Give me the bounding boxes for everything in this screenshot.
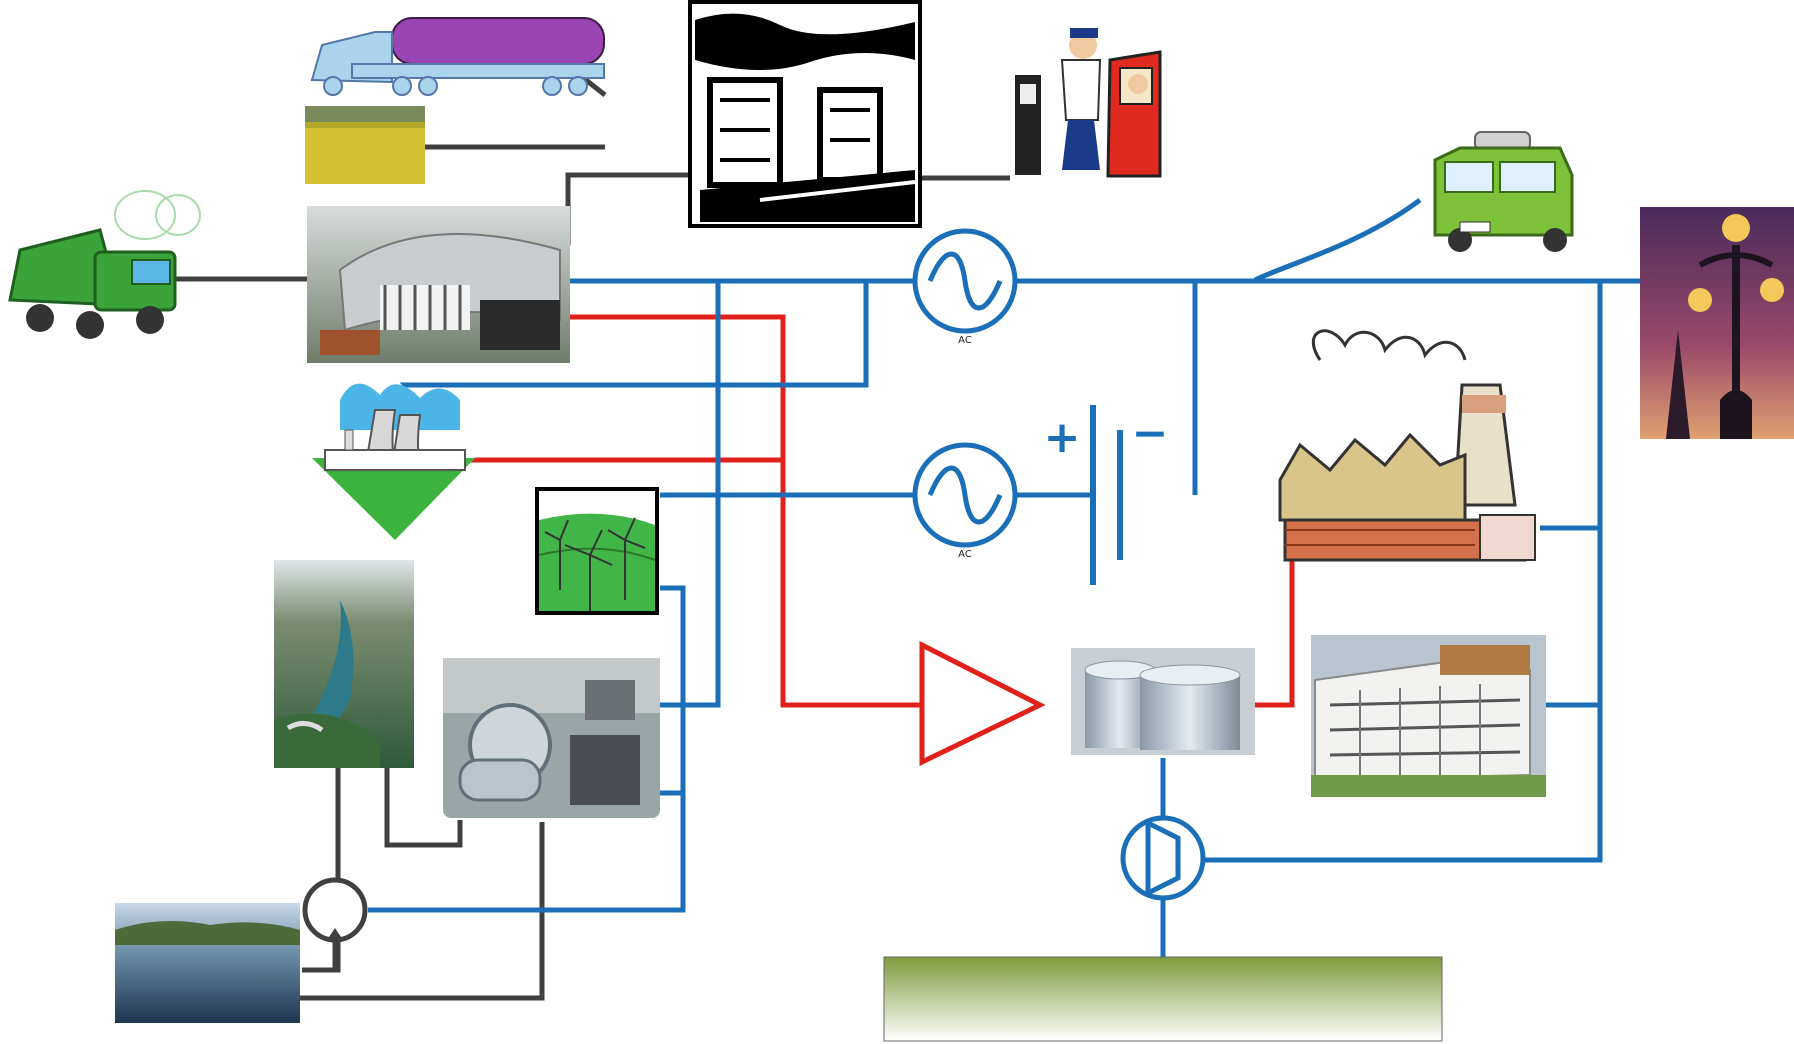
ac-generator-top-icon bbox=[912, 228, 1018, 334]
fuel-station-icon bbox=[1015, 28, 1162, 178]
factory-icon bbox=[1278, 329, 1536, 562]
ac-generator-top-label: AC bbox=[958, 335, 972, 346]
battery-icon bbox=[1090, 405, 1123, 585]
compressor-icon bbox=[1120, 815, 1206, 901]
ground-source-block bbox=[883, 956, 1443, 1042]
storage-tanks-icon bbox=[1071, 648, 1255, 755]
ac-generator-middle-icon bbox=[912, 442, 1018, 548]
rapeseed-field-icon bbox=[305, 106, 425, 184]
pump-icon bbox=[302, 877, 368, 943]
tanker-truck-icon bbox=[310, 17, 605, 96]
battery-plus-sign: + bbox=[1044, 412, 1081, 463]
refinery-icon bbox=[688, 0, 922, 228]
battery-minus-sign: − bbox=[1132, 408, 1169, 459]
wind-farm-icon bbox=[535, 487, 659, 615]
nuclear-plant-icon bbox=[312, 378, 475, 540]
garbage-truck-icon bbox=[8, 190, 201, 339]
hydro-dam-icon bbox=[274, 560, 414, 768]
reservoir-lake-icon bbox=[115, 903, 300, 1023]
ac-generator-middle-label: AC bbox=[958, 549, 972, 560]
heat-flow-lines bbox=[455, 314, 1295, 708]
turbine-hall-icon bbox=[443, 658, 660, 818]
electric-flow-lines bbox=[368, 197, 1640, 1000]
apartment-building-icon bbox=[1311, 635, 1546, 797]
heat-exchanger-icon bbox=[919, 640, 1046, 766]
electric-car-icon bbox=[1433, 131, 1574, 252]
street-lamp-icon bbox=[1640, 207, 1794, 439]
waste-to-energy-plant-icon bbox=[307, 206, 570, 363]
